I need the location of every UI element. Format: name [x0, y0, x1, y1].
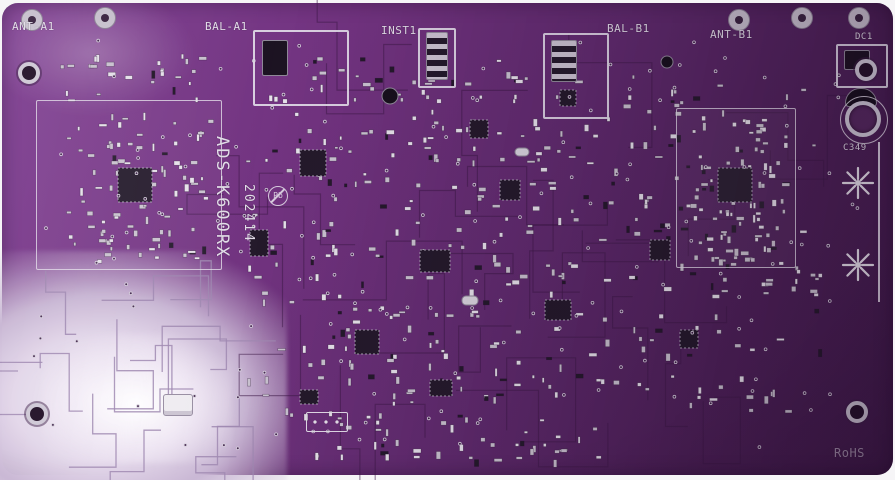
ant-b1-pad-1: [728, 9, 750, 31]
ant-a1-pad-1: [21, 9, 43, 31]
label-ant-a1: ANT-A1: [12, 20, 55, 33]
ic-layer: [117, 55, 753, 405]
starburst-icon: [841, 166, 875, 282]
label-bal-a1: BAL-A1: [205, 20, 248, 33]
bal-a1-connector-body: [262, 40, 288, 76]
label-inst1: INST1: [381, 24, 417, 37]
ant-b1-pad-2: [791, 7, 813, 29]
c349-silkscreen-circle: [840, 96, 888, 144]
label-dc1: DC1: [855, 32, 873, 42]
white-connector: [163, 394, 193, 416]
corner-pad-top-right: [848, 7, 870, 29]
pb-free-label: Pb: [273, 191, 283, 200]
c349-capacitor-body: [845, 101, 881, 137]
mounting-hole-top-left: [18, 62, 40, 84]
board-title: ADS-K600RX: [212, 136, 232, 259]
inst1-connector-outline: [418, 28, 456, 88]
dc1-connector-outline: [836, 44, 888, 88]
ant-a1-pad-2: [94, 7, 116, 29]
mounting-hole-bottom-left: [26, 403, 48, 425]
label-rohs: RoHS: [834, 446, 865, 460]
via-layer: [32, 38, 860, 451]
bal-b1-connector-body: [551, 40, 577, 82]
bal-a1-connector-outline: [253, 30, 349, 106]
rf-shield-outline-right: [676, 108, 796, 268]
bright-core-bottom-left: [42, 333, 232, 463]
label-bal-b1: BAL-B1: [607, 22, 650, 35]
label-c349: C349: [843, 143, 867, 153]
mounting-hole-top-right: [855, 59, 877, 81]
mounting-hole-bottom-right: [846, 401, 868, 423]
inst1-connector-body: [426, 32, 448, 80]
board-date-code: 202414: [241, 184, 256, 243]
rf-shield-outline-left: [36, 100, 222, 270]
bal-b1-connector-outline: [543, 33, 609, 119]
label-ant-b1: ANT-B1: [710, 28, 753, 41]
bottom-header-outline: [306, 412, 348, 432]
edge-silkscreen-line: [878, 142, 880, 302]
pb-free-icon: Pb: [268, 186, 288, 206]
